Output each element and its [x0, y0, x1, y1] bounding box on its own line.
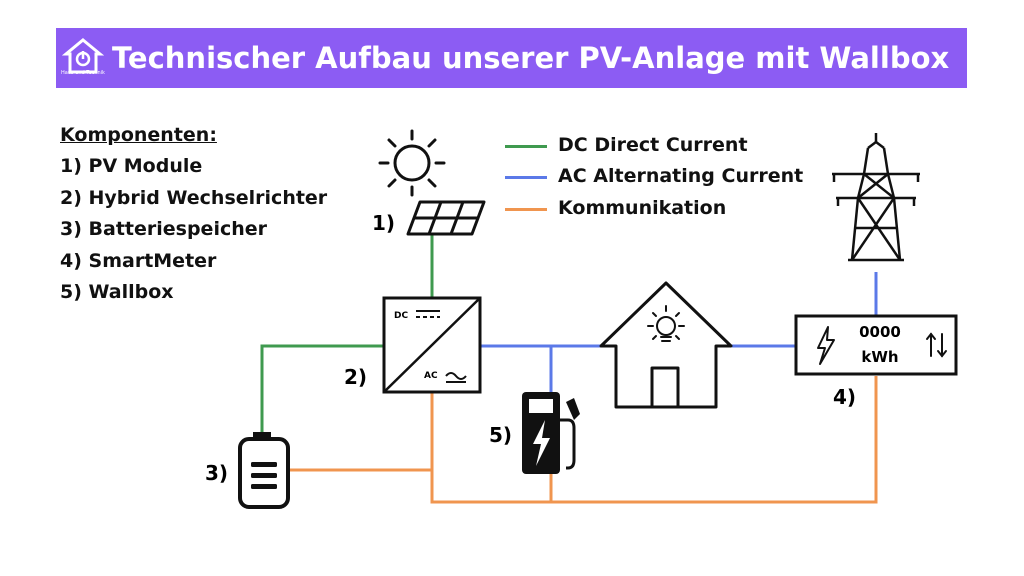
- lightning-icon: [817, 326, 835, 365]
- legend-swatch-comm: [505, 208, 547, 211]
- arrows-updown-icon: [926, 332, 947, 358]
- dc-line-inverter-battery: [260, 344, 384, 432]
- dc-lines: [260, 235, 434, 432]
- legend-swatch-dc: [505, 145, 547, 148]
- components-heading: Komponenten:: [60, 124, 217, 146]
- battery-icon: [238, 432, 290, 509]
- label-battery: 3): [205, 461, 228, 485]
- power-pylon-icon: [832, 133, 920, 262]
- solar-panel-icon: [406, 200, 486, 236]
- sun-icon: [378, 129, 446, 197]
- comm-line-main: [430, 376, 878, 504]
- component-item-inverter: 2) Hybrid Wechselrichter: [60, 187, 328, 209]
- title-banner: [56, 28, 967, 88]
- inverter-dc-label: DC: [394, 311, 408, 321]
- house-logo-icon: [62, 38, 104, 74]
- component-item-battery: 3) Batteriespeicher: [60, 218, 267, 240]
- label-wallbox: 5): [489, 423, 512, 447]
- house-icon: [599, 281, 733, 409]
- inverter-ac-label: AC: [424, 371, 438, 381]
- label-meter: 4): [833, 385, 856, 409]
- legend-swatch-ac: [505, 176, 547, 179]
- meter-unit: kWh: [861, 348, 898, 366]
- light-bulb-icon: [647, 305, 685, 342]
- label-pv: 1): [372, 211, 395, 235]
- wallbox-icon: [522, 392, 580, 474]
- meter-value: 0000: [859, 323, 901, 341]
- legend-label-dc: DC Direct Current: [558, 134, 748, 156]
- smart-meter-icon: 0000 kWh: [794, 314, 958, 376]
- component-item-pv: 1) PV Module: [60, 155, 203, 177]
- ac-lines: [480, 272, 878, 392]
- component-item-wallbox: 5) Wallbox: [60, 281, 174, 303]
- comm-lines: [290, 376, 878, 504]
- page-title: Technischer Aufbau unserer PV-Anlage mit…: [112, 41, 950, 75]
- logo-caption: Haus und Technik: [61, 70, 105, 76]
- legend-label-comm: Kommunikation: [558, 197, 727, 219]
- component-item-meter: 4) SmartMeter: [60, 250, 217, 272]
- inverter-icon: DC AC: [382, 296, 482, 394]
- label-inverter: 2): [344, 365, 367, 389]
- legend-label-ac: AC Alternating Current: [558, 165, 804, 187]
